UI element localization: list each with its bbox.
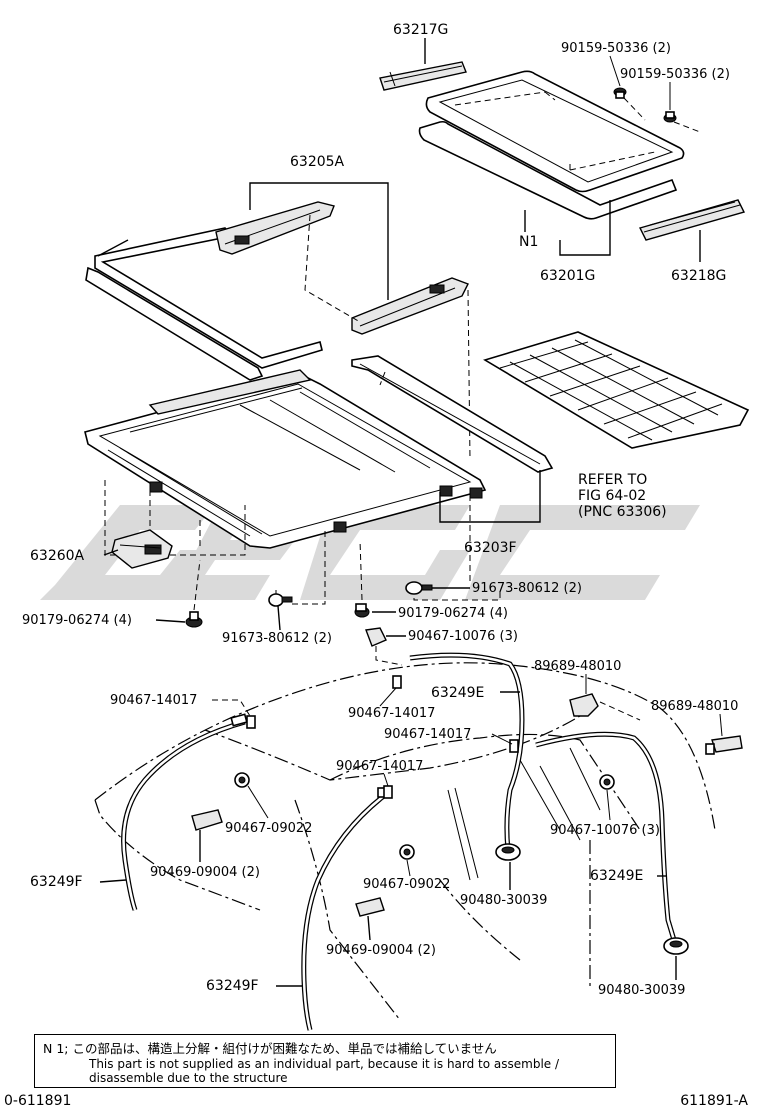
label-90480-b: 90480-30039 xyxy=(598,983,685,998)
part-side-rail[interactable] xyxy=(351,355,554,473)
label-63201G: 63201G xyxy=(540,268,595,284)
label-90480-a: 90480-30039 xyxy=(460,893,547,908)
label-90467-14017-b: 90467-14017 xyxy=(348,706,435,721)
clip-90467-14017-c[interactable] xyxy=(509,739,519,753)
label-90467-10076-a: 90467-10076 (3) xyxy=(408,629,518,644)
label-89689-a: 89689-48010 xyxy=(534,659,621,674)
bracket-90469-09004-b[interactable] xyxy=(355,897,385,917)
part-63201G-glass[interactable] xyxy=(418,70,685,220)
label-refer-2: FIG 64-02 xyxy=(578,488,646,504)
grommet-90480-30039-b[interactable] xyxy=(663,937,689,955)
label-90467-14017-a: 90467-14017 xyxy=(110,693,197,708)
label-63260A: 63260A xyxy=(30,548,85,564)
bracket-63203F xyxy=(439,470,541,523)
label-90159-a: 90159-50336 (2) xyxy=(561,41,671,56)
clip-90467-10076-top[interactable] xyxy=(365,627,387,647)
label-90469-b: 90469-09004 (2) xyxy=(326,943,436,958)
part-63260A-motor[interactable] xyxy=(111,529,173,569)
part-63203F-housing[interactable] xyxy=(84,369,487,549)
label-63218G: 63218G xyxy=(671,268,726,284)
part-63205A-rail-left[interactable] xyxy=(215,201,335,255)
part-sunshade[interactable] xyxy=(483,331,750,449)
bracket-63205A xyxy=(249,182,389,300)
drain-hose-63249E-rear[interactable] xyxy=(535,731,677,941)
label-89689-b: 89689-48010 xyxy=(651,699,738,714)
bracket-90469-09004-a[interactable] xyxy=(191,809,223,831)
label-63249E-a: 63249E xyxy=(431,685,484,701)
bolt-91673-left[interactable] xyxy=(268,593,293,607)
label-refer-3: (PNC 63306) xyxy=(578,504,667,520)
bolt-90179-left[interactable] xyxy=(185,611,203,628)
part-63218G[interactable] xyxy=(638,199,746,241)
note-english-line1: This part is not supplied as an individu… xyxy=(89,1057,560,1071)
label-90469-a: 90469-09004 (2) xyxy=(150,865,260,880)
note-japanese: N 1; この部品は、構造上分解・組付けが困難なため、単品では補給していません xyxy=(43,1041,497,1056)
grommet-90480-30039-a[interactable] xyxy=(495,843,521,861)
car-body-outline xyxy=(94,662,716,1021)
note-english-line2: disassemble due to the structure xyxy=(89,1071,288,1085)
drain-hose-63249F-left[interactable] xyxy=(121,713,248,911)
clip-90467-09022-b[interactable] xyxy=(399,844,415,860)
label-91673-a: 91673-80612 (2) xyxy=(472,581,582,596)
label-90467-14017-c: 90467-14017 xyxy=(384,727,471,742)
label-90179-a: 90179-06274 (4) xyxy=(22,613,132,628)
bolt-91673-right[interactable] xyxy=(405,581,433,595)
label-91673-b: 91673-80612 (2) xyxy=(222,631,332,646)
footer-right-code: 611891-A xyxy=(680,1093,748,1109)
footer-left-code: 0-611891 xyxy=(4,1093,72,1109)
label-63249F-a: 63249F xyxy=(30,874,83,890)
bracket-89689-48010-a[interactable] xyxy=(569,693,599,717)
part-weatherstrip-frame[interactable] xyxy=(85,227,323,381)
clip-90467-14017-b[interactable] xyxy=(392,675,402,689)
label-63249F-b: 63249F xyxy=(206,978,259,994)
label-90179-b: 90179-06274 (4) xyxy=(398,606,508,621)
note-box: N 1; この部品は、構造上分解・組付けが困難なため、単品では補給していません … xyxy=(34,1034,616,1088)
bracket-line xyxy=(559,200,611,256)
part-63205A-rail-right[interactable] xyxy=(351,277,469,335)
label-63249E-b: 63249E xyxy=(590,868,643,884)
label-63203F: 63203F xyxy=(464,540,517,556)
label-refer-1: REFER TO xyxy=(578,472,647,488)
bracket-89689-48010-b[interactable] xyxy=(705,735,743,755)
label-N1: N1 xyxy=(519,234,538,250)
bolt-90179-right[interactable] xyxy=(354,603,370,618)
drain-hose-63249E-front[interactable] xyxy=(409,652,525,851)
label-63205A: 63205A xyxy=(290,154,345,170)
screw-90159-a[interactable] xyxy=(613,87,627,99)
clip-90467-14017-a[interactable] xyxy=(246,715,256,729)
label-90467-09022-b: 90467-09022 xyxy=(363,877,450,892)
label-90159-b: 90159-50336 (2) xyxy=(620,67,730,82)
clip-90467-09022-a[interactable] xyxy=(234,772,250,788)
clip-90467-14017-d[interactable] xyxy=(383,785,393,799)
label-90467-10076-b: 90467-10076 (3) xyxy=(550,823,660,838)
screw-90159-b[interactable] xyxy=(663,111,677,123)
clip-90467-10076-b[interactable] xyxy=(599,774,615,790)
label-63217G: 63217G xyxy=(393,22,448,38)
part-63217G[interactable] xyxy=(379,61,467,91)
label-90467-14017-d: 90467-14017 xyxy=(336,759,423,774)
label-90467-09022-a: 90467-09022 xyxy=(225,821,312,836)
